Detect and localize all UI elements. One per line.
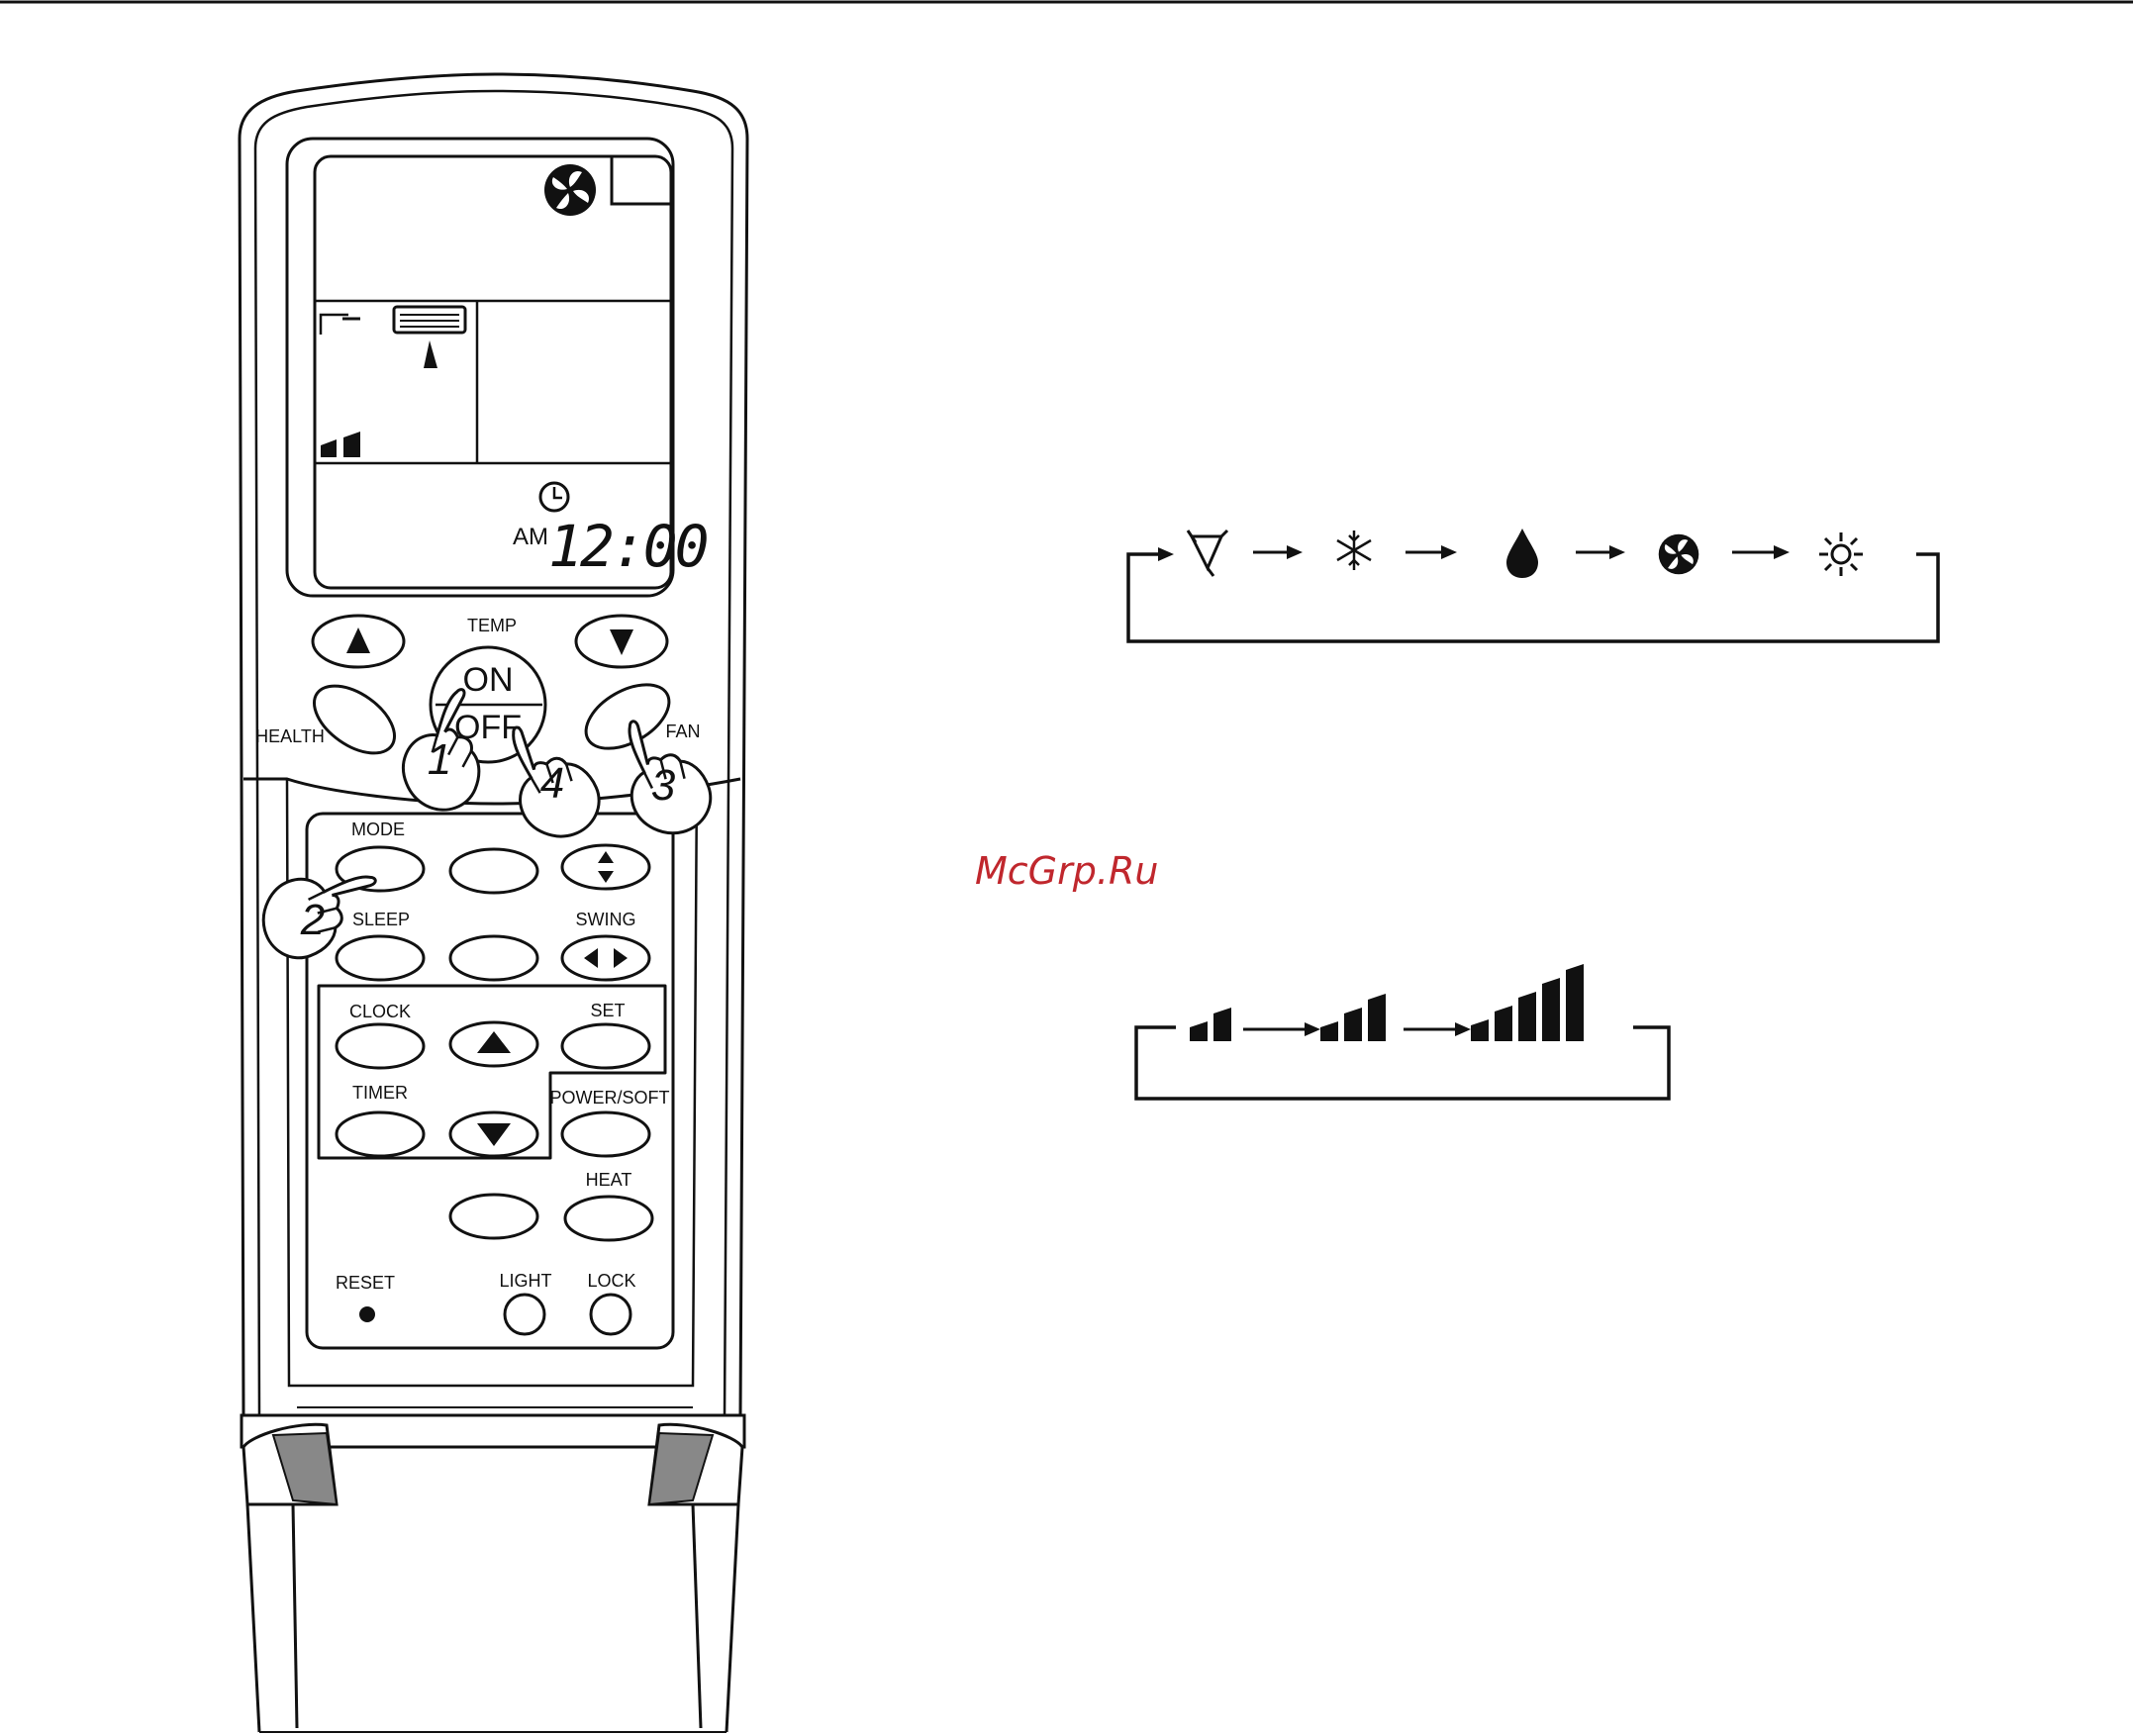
heat-label: HEAT — [586, 1170, 632, 1190]
mode-cycle-diagram — [1128, 529, 1938, 641]
step-number-4: 4 — [540, 759, 564, 808]
swing-button[interactable] — [562, 936, 649, 980]
speed-arrow-2 — [1404, 1022, 1471, 1036]
step-number-2: 2 — [300, 896, 325, 944]
speed-bar — [1344, 1008, 1362, 1041]
mode-label: MODE — [351, 820, 405, 839]
fan-label: FAN — [665, 722, 700, 741]
fan-speed-level-3 — [1471, 964, 1584, 1041]
step-number-1: 1 — [428, 735, 451, 784]
sleep-label: SLEEP — [352, 910, 410, 929]
timer-label: TIMER — [352, 1083, 408, 1103]
fan-icon — [1659, 534, 1699, 575]
speed-bar — [1518, 992, 1536, 1041]
blank-button-2[interactable] — [450, 936, 537, 980]
reset-label: RESET — [336, 1273, 395, 1293]
lcd-display: AM 12:00 — [287, 139, 708, 596]
watermark: McGrp.Ru — [975, 849, 1158, 893]
fan-icon — [544, 164, 596, 216]
clock-icon — [540, 483, 568, 511]
set-button[interactable] — [562, 1024, 649, 1068]
lcd-time: 12:00 — [548, 513, 708, 580]
step-number-3: 3 — [651, 761, 676, 810]
lock-button[interactable] — [591, 1295, 630, 1334]
light-button[interactable] — [505, 1295, 544, 1334]
blank-button-1[interactable] — [450, 849, 537, 893]
temp-label: TEMP — [467, 616, 517, 635]
fan-speed-cycle-diagram — [1136, 964, 1669, 1099]
speed-bar — [1471, 1019, 1489, 1041]
clock-button[interactable] — [337, 1024, 424, 1068]
sleep-button[interactable] — [337, 936, 424, 980]
speed-bar — [1542, 978, 1560, 1041]
speed-bar — [1368, 994, 1386, 1041]
power-soft-label: POWER/SOFT — [550, 1088, 670, 1108]
remote-stand — [242, 1407, 744, 1732]
mode-arrow-head-3 — [1609, 545, 1625, 559]
speed-bar — [1320, 1021, 1338, 1041]
fan-speed-level-2 — [1320, 994, 1386, 1041]
lock-label: LOCK — [587, 1271, 635, 1291]
set-label: SET — [590, 1001, 625, 1020]
mode-arrow-head-2 — [1441, 545, 1457, 559]
heat-button[interactable] — [565, 1197, 652, 1240]
temp-up-button[interactable] — [313, 616, 404, 667]
time-up-button[interactable] — [450, 1022, 537, 1066]
clock-label: CLOCK — [349, 1002, 411, 1021]
time-down-button[interactable] — [450, 1112, 537, 1156]
reset-button[interactable] — [359, 1306, 375, 1322]
temp-down-button[interactable] — [576, 616, 667, 667]
drop-icon — [1506, 529, 1538, 578]
snowflake-icon — [1337, 530, 1371, 570]
on-label: ON — [463, 661, 514, 699]
light-label: LIGHT — [499, 1271, 551, 1291]
mode-arrow-head-1 — [1287, 545, 1303, 559]
timer-button[interactable] — [337, 1112, 424, 1156]
speed-bar — [1190, 1021, 1208, 1041]
auto-icon — [1188, 530, 1227, 576]
speed-arrow-1 — [1243, 1022, 1320, 1036]
speed-bar — [1213, 1008, 1231, 1041]
lcd-meridiem: AM — [513, 524, 548, 550]
updown-swing-button[interactable] — [562, 845, 649, 889]
swing-label: SWING — [576, 910, 636, 929]
mode-arrow-head-4 — [1774, 545, 1790, 559]
blank-button-3[interactable] — [450, 1195, 537, 1238]
speed-bar — [1495, 1006, 1512, 1041]
health-label: HEALTH — [255, 726, 325, 746]
remote-control: AM 12:00 TEMP ON OFF HEALTH FAN — [240, 74, 747, 1732]
sun-icon — [1819, 532, 1863, 576]
fan-speed-level-1 — [1190, 1008, 1231, 1041]
power-soft-button[interactable] — [562, 1112, 649, 1156]
speed-bar — [1566, 964, 1584, 1041]
button-panel: MODE SLEEP SWING CLOCK SET TI — [307, 814, 673, 1348]
